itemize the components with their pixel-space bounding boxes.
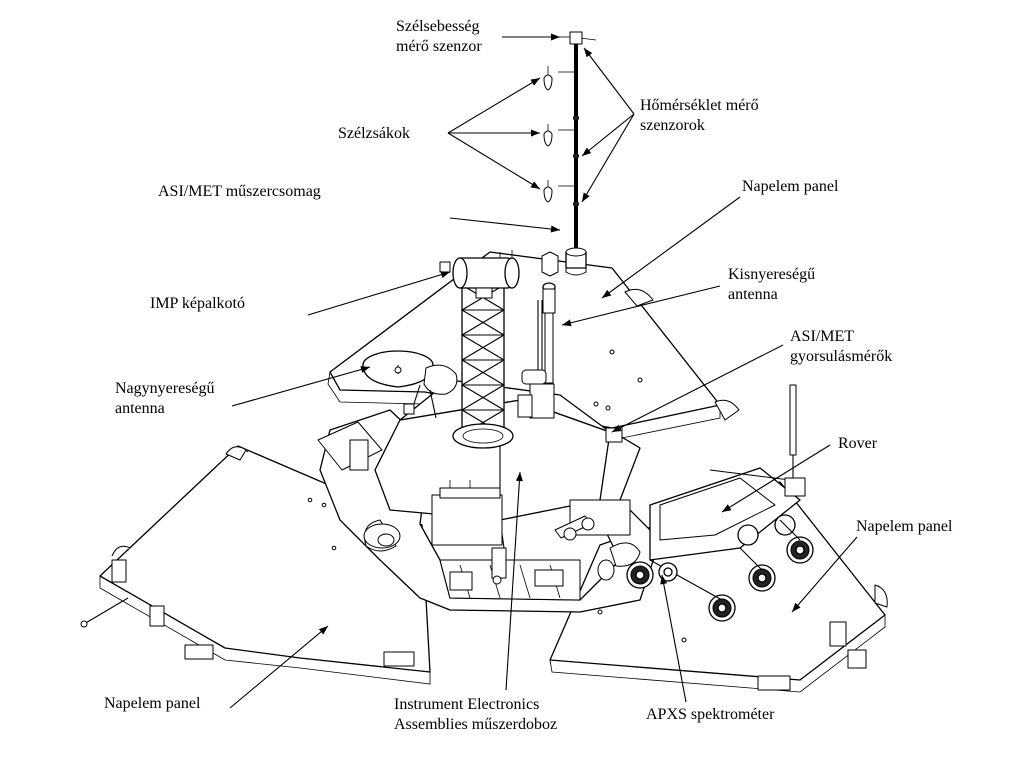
imp-mast	[452, 284, 514, 449]
central-body	[349, 379, 631, 556]
label-low-gain-antenna-line2: antenna	[728, 286, 778, 303]
label-wind-socks: Szélzsákok	[338, 125, 410, 142]
solar-panel-right-shape	[549, 481, 888, 693]
asi-met-mast	[543, 31, 597, 269]
rover-shape	[597, 384, 814, 622]
arrowheads	[318, 33, 801, 635]
low-gain-antenna-shape	[517, 251, 587, 419]
label-solar-panel-top: Napelem panel	[742, 178, 839, 195]
label-temp-sensors-line1: Hőmérséklet mérő	[640, 97, 759, 114]
label-asi-met-accel-line1: ASI/MET	[790, 328, 854, 345]
label-imp-imager: IMP képalkotó	[150, 295, 245, 312]
accelerometer-parts	[491, 427, 623, 585]
label-apxs: APXS spektrométer	[646, 706, 775, 723]
label-temp-sensors-line2: szenzorok	[640, 117, 705, 134]
label-asi-met-package: ASI/MET műszercsomag	[158, 183, 321, 200]
label-asi-met-accel-line2: gyorsulásmérők	[790, 348, 892, 365]
label-rover: Rover	[838, 435, 878, 452]
label-iea-line1: Instrument Electronics	[394, 696, 539, 713]
label-wind-sensor-line1: Szélsebesség	[396, 18, 480, 35]
label-high-gain-antenna-line2: antenna	[115, 400, 165, 417]
label-wind-sensor-line2: mérő szenzor	[396, 38, 482, 55]
leader-lines	[229, 36, 858, 709]
label-high-gain-antenna-line1: Nagynyereségű	[115, 380, 215, 397]
lander-drawing	[80, 31, 888, 693]
label-solar-panel-right: Napelem panel	[856, 518, 953, 535]
label-solar-panel-left: Napelem panel	[104, 695, 201, 712]
imp-camera	[439, 250, 520, 299]
labels: Szélsebesség mérő szenzor Szélzsákok Hőm…	[104, 18, 953, 733]
high-gain-antenna-shape	[362, 350, 458, 419]
label-iea-line2: Assemblies műszerdoboz	[394, 716, 557, 733]
label-low-gain-antenna-line1: Kisnyereségű	[728, 266, 815, 283]
